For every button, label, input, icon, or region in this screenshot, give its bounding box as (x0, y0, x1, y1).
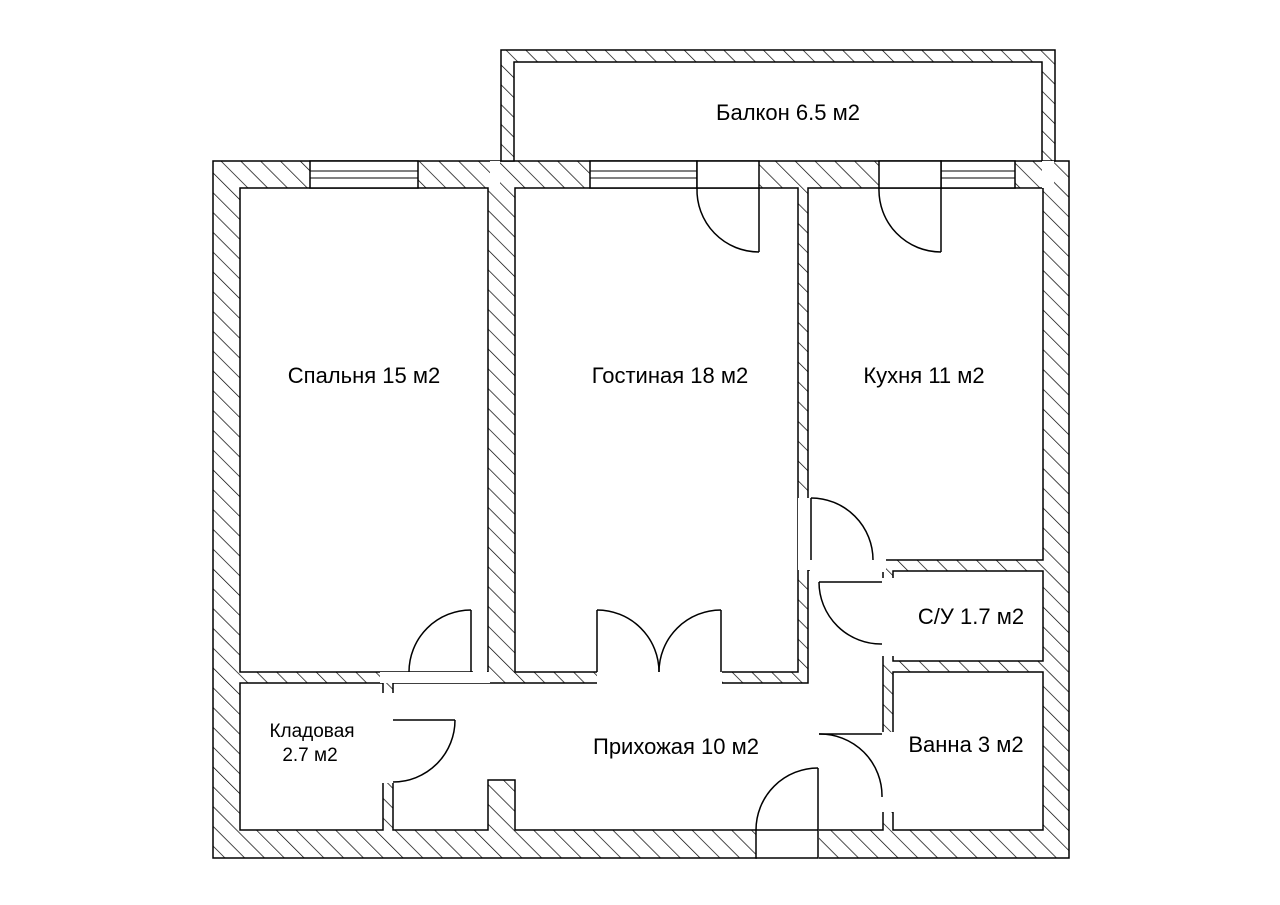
label-living: Гостиная 18 м2 (592, 363, 748, 388)
label-storage-line2: 2.7 м2 (282, 745, 337, 766)
window-bedroom (309, 160, 419, 189)
door-kitchen (810, 497, 874, 561)
label-kitchen: Кухня 11 м2 (863, 363, 984, 388)
room-labels: Балкон 6.5 м2 Спальня 15 м2 Гостиная 18 … (269, 100, 1024, 766)
label-balcony: Балкон 6.5 м2 (716, 100, 860, 125)
label-bedroom: Спальня 15 м2 (288, 363, 440, 388)
door-storage (392, 719, 456, 783)
door-living-balcony (696, 187, 760, 253)
door-bedroom (408, 609, 472, 673)
label-wc: С/У 1.7 м2 (918, 604, 1024, 629)
wall-openings (380, 161, 1054, 859)
door-kitchen-balcony (878, 187, 942, 253)
label-storage-line1: Кладовая (269, 721, 354, 742)
window-kitchen (940, 160, 1016, 189)
door-bath (818, 733, 883, 798)
label-bath: Ванна 3 м2 (908, 732, 1023, 757)
balcony-wall (500, 49, 1056, 162)
doors (392, 187, 942, 859)
label-hall: Прихожая 10 м2 (593, 734, 759, 759)
windows (309, 160, 1016, 189)
balcony-doors (696, 160, 942, 189)
window-living (589, 160, 698, 189)
door-wc (818, 581, 883, 645)
door-living-double (596, 609, 722, 673)
door-entrance (755, 767, 819, 859)
